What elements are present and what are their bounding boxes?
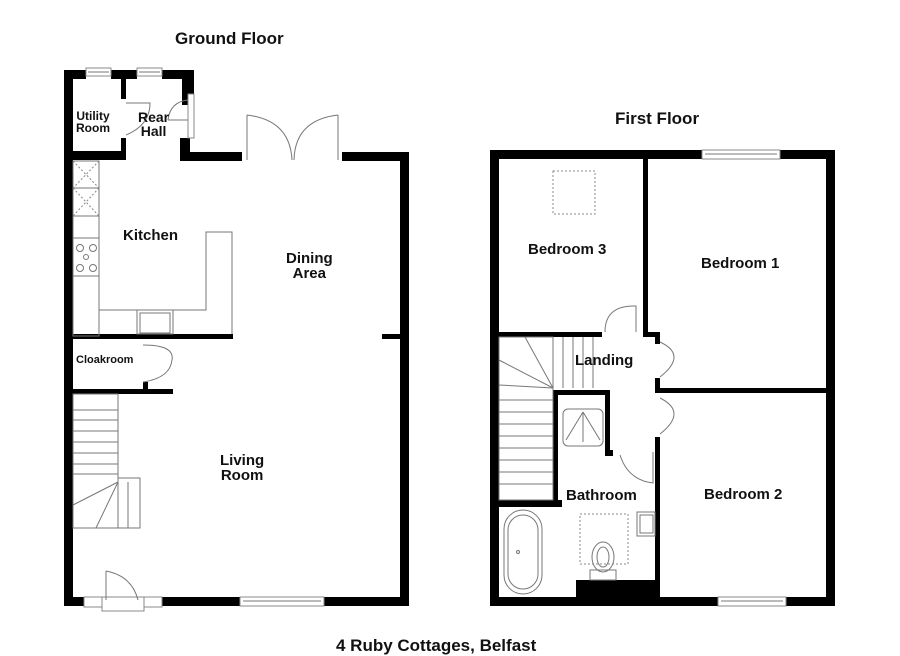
room-label-living-room: Living Room bbox=[220, 452, 265, 484]
room-label-cloakroom: Cloakroom bbox=[76, 354, 134, 366]
room-label-kitchen: Kitchen bbox=[123, 227, 179, 244]
room-label-landing: Landing bbox=[575, 352, 634, 369]
room-label-bedroom-1: Bedroom 1 bbox=[701, 255, 780, 272]
room-label-bedroom-2: Bedroom 2 bbox=[704, 486, 783, 503]
address-caption: 4 Ruby Cottages, Belfast bbox=[336, 636, 537, 655]
room-label-utility-room: Utility Room bbox=[76, 109, 110, 135]
first-floor-title: First Floor bbox=[615, 109, 700, 128]
room-label-bedroom-3: Bedroom 3 bbox=[528, 241, 607, 258]
room-label-rear-hall: Rear Hall bbox=[138, 109, 170, 139]
first-floor-plan bbox=[490, 149, 835, 607]
ground-floor-plan bbox=[64, 67, 409, 612]
room-label-dining-area: Dining Area bbox=[286, 250, 333, 282]
room-label-bathroom: Bathroom bbox=[566, 487, 637, 504]
ground-floor-title: Ground Floor bbox=[175, 29, 284, 48]
